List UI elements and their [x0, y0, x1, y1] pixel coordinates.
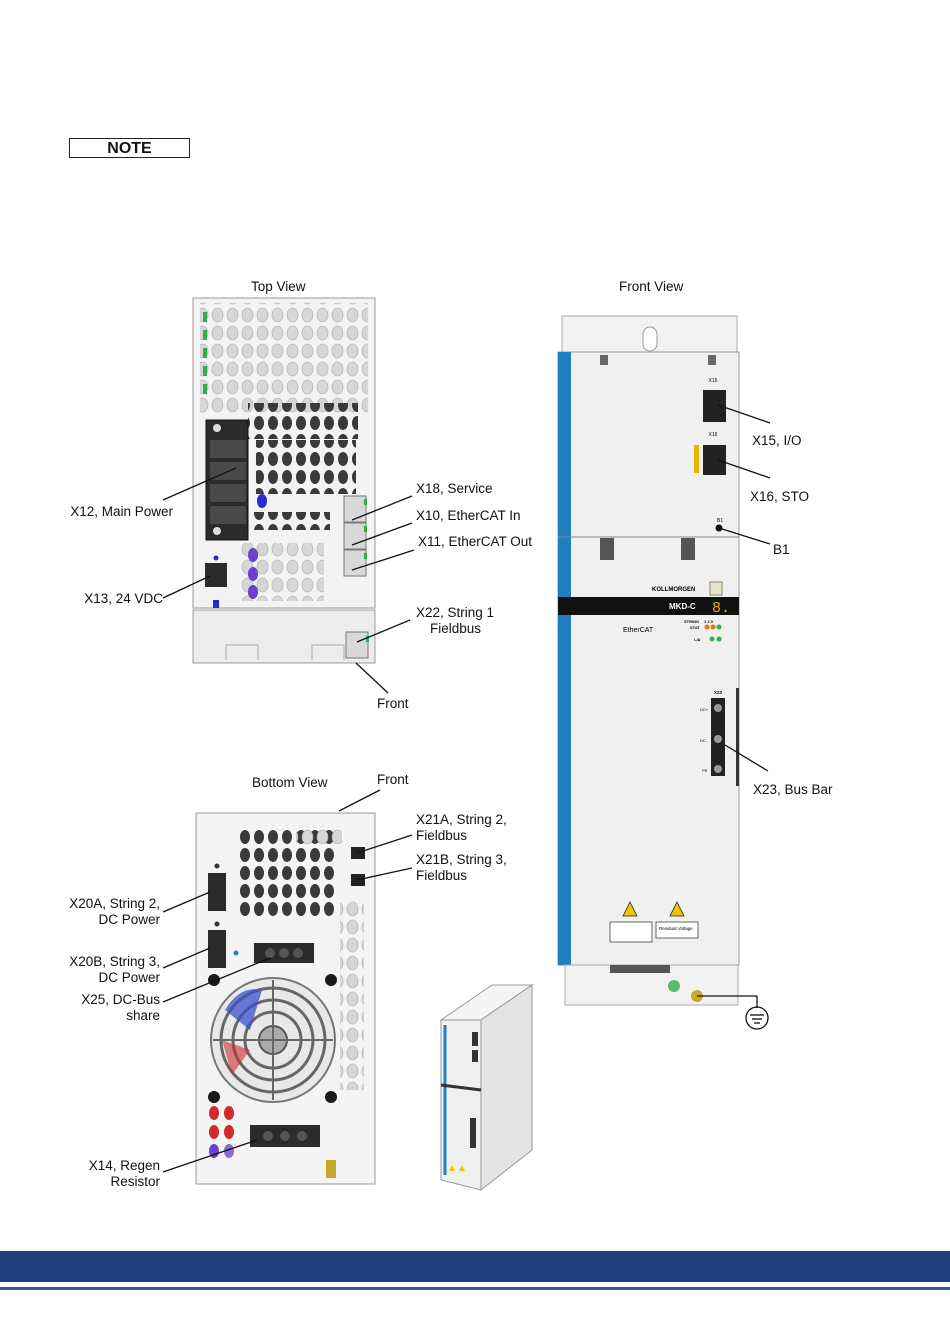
brand-logo: KOLLMORGEN	[652, 587, 695, 593]
label-x20a-line2: DC Power	[98, 912, 160, 927]
svg-text:STRING: STRING	[684, 619, 699, 624]
top-green-marks	[203, 312, 207, 394]
svg-text:B1: B1	[717, 518, 723, 524]
warning-labels: Residual Voltage	[609, 901, 699, 943]
top-leader-lines	[162, 467, 415, 694]
svg-text:L/A: L/A	[694, 637, 701, 642]
x14-connector	[250, 1125, 320, 1147]
label-x14-line2: Resistor	[110, 1174, 160, 1189]
label-x21a-line1: X21A, String 2,	[416, 812, 507, 827]
label-x21a-line2: Fieldbus	[416, 828, 468, 843]
svg-text:X23: X23	[714, 690, 723, 695]
label-x20a-line1: X20A, String 2,	[69, 896, 160, 911]
label-x20b-line1: X20B, String 3,	[69, 954, 160, 969]
svg-text:X16: X16	[709, 432, 718, 438]
fan-icon	[210, 977, 336, 1103]
ethercat-logo: EtherCAT	[623, 627, 654, 634]
ground-icon	[697, 995, 769, 1030]
label-x25-line1: X25, DC-Bus	[81, 992, 160, 1007]
label-x11: X11, EtherCAT Out	[418, 534, 533, 549]
top-view	[162, 297, 415, 694]
bottom-leader-lines	[162, 789, 413, 1173]
label-x20b-line2: DC Power	[98, 970, 160, 985]
label-x10: X10, EtherCAT In	[416, 508, 521, 523]
label-x15: X15, I/O	[752, 433, 802, 448]
bottom-view-title: Bottom View	[252, 775, 328, 790]
footer-line	[0, 1287, 950, 1290]
svg-text:1 2 3: 1 2 3	[704, 619, 714, 624]
bottom-colored-holes	[209, 1106, 234, 1158]
front-view: X15 X16 B1 KOLLMORGEN MKD-C 8. STRING 1 …	[557, 315, 771, 1030]
label-x23: X23, Bus Bar	[753, 782, 833, 797]
svg-text:PE: PE	[702, 768, 708, 773]
svg-text:STAT: STAT	[690, 625, 700, 630]
top-view-title: Top View	[251, 279, 306, 294]
label-b1: B1	[773, 542, 790, 557]
label-x22-line2: Fieldbus	[430, 621, 482, 636]
front-view-title: Front View	[619, 279, 684, 294]
x15-connector: X15	[703, 378, 726, 422]
top-purple-holes	[248, 494, 267, 599]
x13-connector	[205, 555, 227, 608]
bottom-view	[162, 789, 413, 1185]
label-x25-line2: share	[126, 1008, 160, 1023]
label-x22-line1: X22, String 1	[416, 605, 495, 620]
label-x14-line1: X14, Regen	[88, 1158, 160, 1173]
svg-text:DC-: DC-	[700, 738, 708, 743]
label-x21b-line2: Fieldbus	[416, 868, 468, 883]
label-x18: X18, Service	[416, 481, 493, 496]
isometric-view	[439, 984, 534, 1192]
label-front-bottom: Front	[377, 772, 409, 787]
x12-connector	[205, 419, 249, 541]
footer-bar	[0, 1251, 950, 1282]
x16-connector: X16	[694, 432, 726, 475]
label-x12: X12, Main Power	[70, 504, 173, 519]
label-x16: X16, STO	[750, 489, 810, 504]
model-label: MKD-C	[669, 602, 696, 611]
note-label: NOTE	[69, 138, 190, 158]
svg-text:X15: X15	[709, 378, 718, 384]
svg-text:Residual Voltage: Residual Voltage	[659, 926, 693, 931]
label-x13: X13, 24 VDC	[84, 591, 163, 606]
status-digit: 8.	[712, 600, 730, 617]
front-leader-lines	[717, 404, 771, 772]
svg-text:DC+: DC+	[700, 707, 709, 712]
label-front-top: Front	[377, 696, 409, 711]
label-x21b-line1: X21B, String 3,	[416, 852, 507, 867]
x23-bus-bar: X23 DC+ DC- PE	[700, 688, 739, 786]
x20-connectors	[208, 863, 226, 968]
